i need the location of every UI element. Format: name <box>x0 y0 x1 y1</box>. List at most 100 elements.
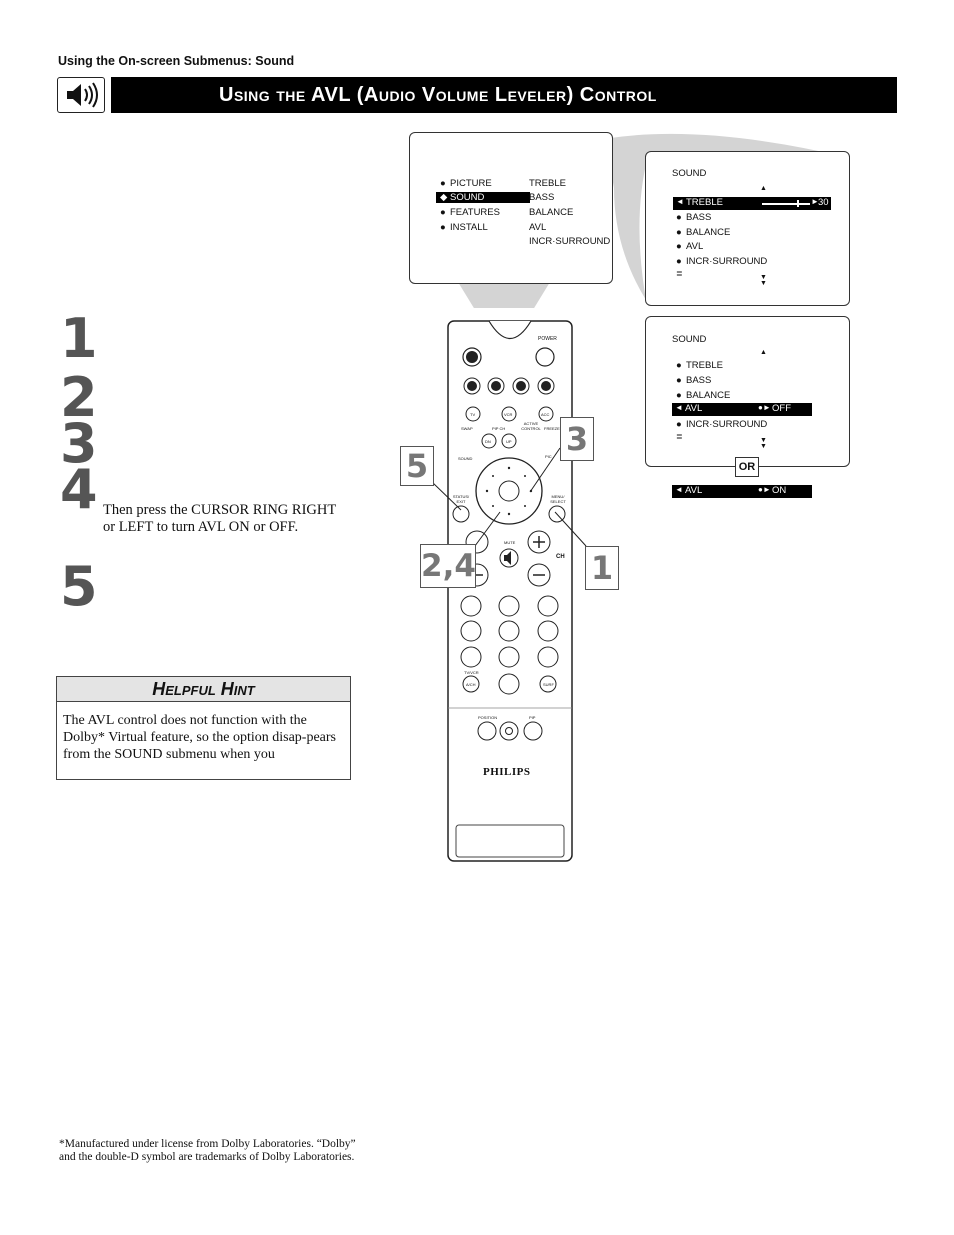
submenu-item: BASS <box>529 192 555 203</box>
callout-3: 3 <box>560 417 594 461</box>
toggle-arrows-icon: ●► <box>758 403 771 412</box>
sound-menu-treble-screen: SOUND ▲ ◄ TREBLE ► 30 ● BASS ● BALANCE ●… <box>645 151 850 306</box>
menu-bullet: ● <box>440 222 446 233</box>
scroll-down-icon: ▼▼ <box>760 274 767 287</box>
sound-menu-avl-screen: SOUND ▲ ● TREBLE ● BASS ● BALANCE ◄ AVL … <box>645 316 850 467</box>
submenu-item: INCR·SURROUND <box>529 236 611 247</box>
sound-item-treble: TREBLE <box>686 360 723 371</box>
sound-item-bass: BASS <box>686 212 712 223</box>
sound-item-balance: BALANCE <box>686 390 731 401</box>
more-items-icon: ≣ <box>676 432 683 441</box>
menu-bullet: ● <box>440 207 446 218</box>
acc-button[interactable]: ACC <box>541 412 550 417</box>
scroll-up-icon: ▲ <box>760 349 767 356</box>
freeze-label: FREEZE <box>544 426 560 431</box>
remote-body <box>447 320 573 862</box>
selected-item-label: TREBLE <box>686 197 723 208</box>
callout-lines <box>431 447 587 551</box>
ch-label: CH <box>556 554 565 560</box>
scroll-down-icon: ▼▼ <box>760 437 767 450</box>
callout-2-4: 2,4 <box>420 544 476 588</box>
left-arrow-icon: ◄ <box>676 197 684 206</box>
step-number-1: 1 <box>60 307 98 370</box>
tv-button[interactable]: TV <box>470 412 476 417</box>
menu-select-button[interactable]: MENU/ SELECT <box>550 494 566 504</box>
sound-item-incr-surround: INCR·SURROUND <box>686 419 768 430</box>
hint-title: Helpful Hint <box>57 677 350 702</box>
sound-item-bass: BASS <box>686 375 712 386</box>
swap-label: SWAP <box>461 426 473 431</box>
section-heading: Using the On-screen Submenus: Sound <box>58 54 295 68</box>
callout-1: 1 <box>585 546 619 590</box>
main-menu-screen: ● PICTURE SOUND ◆ ● FEATURES ● INSTALL T… <box>409 132 613 284</box>
step-number-4: 4 <box>60 458 98 521</box>
step-number-3: 3 <box>60 412 98 475</box>
more-items-icon: ≣ <box>676 269 683 278</box>
avl-on-value: ON <box>772 485 787 496</box>
screen-title: SOUND <box>672 168 707 179</box>
treble-slider-thumb <box>797 200 799 207</box>
screen-title: SOUND <box>672 334 707 345</box>
menu-item-install: INSTALL <box>450 222 488 233</box>
callout-5: 5 <box>400 446 434 486</box>
selected-row-treble: ◄ TREBLE ► 30 <box>673 197 831 210</box>
active-control-label: ACTIVE CONTROL <box>521 421 541 431</box>
menu-bullet: ● <box>676 256 682 267</box>
menu-bullet: ● <box>676 212 682 223</box>
sound-item-avl: AVL <box>686 241 704 252</box>
mute-button[interactable]: MUTE <box>504 540 516 545</box>
status-exit-button[interactable]: STATUS/ EXIT <box>452 494 470 504</box>
treble-slider-track <box>762 200 810 207</box>
submenu-item: BALANCE <box>529 207 574 218</box>
treble-value: 30 <box>818 197 829 208</box>
dolby-footnote: *Manufactured under license from Dolby L… <box>59 1138 356 1163</box>
menu-cursor-icon: ◆ <box>440 192 448 203</box>
menu-bullet: ● <box>676 390 682 401</box>
sound-button-label: SOUND <box>458 456 473 461</box>
step-number-5: 5 <box>60 555 98 618</box>
menu-item-picture: PICTURE <box>450 178 492 189</box>
toggle-arrows-icon: ●► <box>758 485 771 494</box>
power-label: POWER <box>538 336 557 342</box>
swoosh-graphic <box>458 133 850 308</box>
dn-button[interactable]: DN <box>485 439 491 444</box>
selected-row-avl: ◄ AVL ●► OFF <box>672 403 812 416</box>
scroll-up-icon: ▲ <box>760 185 767 192</box>
pip-label: PIP <box>529 715 536 720</box>
vcr-button[interactable]: VCR <box>504 412 513 417</box>
picture-button-label: PIC <box>545 454 552 459</box>
avl-on-row: ◄ AVL ●► ON <box>672 485 812 498</box>
menu-bullet: ● <box>676 419 682 430</box>
or-label: OR <box>735 457 759 477</box>
remote-control: POWER TV VCR ACC SWAP PIP CH ACTIVE CONT… <box>447 320 573 862</box>
menu-bullet: ● <box>676 360 682 371</box>
page-title: Using the AVL (Audio Volume Leveler) Con… <box>111 77 897 113</box>
sound-item-incr-surround: INCR·SURROUND <box>686 256 768 267</box>
menu-bullet: ● <box>676 227 682 238</box>
hint-body: The AVL control does not function with t… <box>63 713 336 762</box>
step-number-2: 2 <box>60 366 98 429</box>
surf-button[interactable]: SURF <box>543 682 554 687</box>
right-arrow-icon: ► <box>811 197 819 206</box>
selected-item-label: AVL <box>685 403 703 414</box>
pip-ch-label: PIP CH <box>492 426 506 431</box>
left-arrow-icon: ◄ <box>675 485 683 494</box>
tv-vcr-label: TV/VCR <box>464 670 479 675</box>
menu-bullet: ● <box>440 178 446 189</box>
menu-bullet: ● <box>676 241 682 252</box>
helpful-hint-box: Helpful Hint The AVL control does not fu… <box>56 676 351 780</box>
ach-button[interactable]: A/CH <box>466 682 476 687</box>
sound-item-balance: BALANCE <box>686 227 731 238</box>
avl-value: OFF <box>772 403 791 414</box>
avl-label: AVL <box>685 485 703 496</box>
step-4-text: Then press the CURSOR RING RIGHT or LEFT… <box>103 502 336 535</box>
left-arrow-icon: ◄ <box>675 403 683 412</box>
menu-bullet: ● <box>676 375 682 386</box>
speaker-icon <box>57 77 105 113</box>
philips-logo: PHILIPS <box>483 766 531 778</box>
submenu-item: AVL <box>529 222 547 233</box>
position-label: POSITION <box>478 715 498 720</box>
up-button[interactable]: UP <box>506 439 512 444</box>
submenu-item: TREBLE <box>529 178 566 189</box>
menu-item-features: FEATURES <box>450 207 500 218</box>
